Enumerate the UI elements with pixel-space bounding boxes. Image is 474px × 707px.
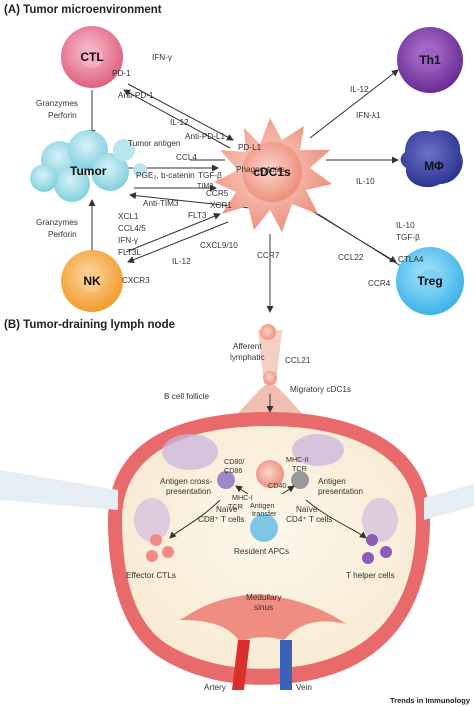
tgfb-label: TGF-β xyxy=(198,171,222,180)
treg-label: Treg xyxy=(417,274,442,288)
naive-cd4-label-2: CD4⁺ T cells xyxy=(286,515,332,524)
treg-cell: Treg xyxy=(396,247,464,315)
pd1-label: PD-1 xyxy=(112,69,131,78)
migratory-label: Migratory cDC1s xyxy=(290,385,351,394)
lymphatic-label: lymphatic xyxy=(230,353,265,362)
medullary-label-1: Medullary xyxy=(246,593,282,602)
ifn-lambda1-label: IFN-λ1 xyxy=(356,111,381,120)
antigen-presentation-label-2: presentation xyxy=(318,487,364,496)
artery-label: Artery xyxy=(204,683,227,692)
ccl21-label: CCL21 xyxy=(285,356,311,365)
ccl45-label: CCL4/5 xyxy=(118,224,146,233)
il10-treg-label: IL-10 xyxy=(396,221,415,230)
cd40-label: CD40 xyxy=(268,481,286,490)
il10-mac-label: IL-10 xyxy=(356,177,375,186)
tumor-antigen-label: Tumor antigen xyxy=(128,139,181,148)
perforin-top-label: Perforin xyxy=(48,111,77,120)
tcr-right-label: TCR xyxy=(292,464,307,473)
t-helper-label: T helper cells xyxy=(346,571,395,580)
lymph-node xyxy=(0,412,474,690)
ifn-gamma-label: IFN-γ xyxy=(152,53,173,62)
cdc1-cell: cDC1s xyxy=(214,118,332,232)
antigen-transfer-label-2: transfer xyxy=(252,509,277,518)
effector-ctls-label: Effector CTLs xyxy=(126,571,176,580)
nk-label: NK xyxy=(83,274,101,288)
ccl4-label: CCL4 xyxy=(176,153,197,162)
antigen-transfer-label-1: Antigen xyxy=(250,501,274,510)
panel-a-labels: IFN-γ PD-1 Anti-PD-1 IL-12 Granzymes Per… xyxy=(36,53,424,288)
naive-cd8-label-1: Naïve xyxy=(216,505,238,514)
il12-th1-label: IL-12 xyxy=(350,85,369,94)
ccl22-label: CCL22 xyxy=(338,253,364,262)
mhc2-label: MHC-II xyxy=(286,455,309,464)
tim3-label: TIM3 xyxy=(197,181,213,190)
naive-cd4-label-1: Naïve xyxy=(296,505,318,514)
tumor-cluster: Tumor xyxy=(30,130,147,202)
phagocytosis-label: Phagocytosis xyxy=(236,165,285,174)
th1-label: Th1 xyxy=(419,53,441,67)
tumor-label: Tumor xyxy=(70,164,107,178)
flt3l-label: FLT3L xyxy=(118,248,142,257)
macrophage-cell: MΦ xyxy=(400,130,463,188)
naive-cd8-label-2: CD8⁺ T cells xyxy=(198,515,244,524)
th1-cell: Th1 xyxy=(397,27,463,93)
cxcr3-label: CXCR3 xyxy=(122,276,150,285)
macrophage-label: MΦ xyxy=(424,159,444,173)
ctla4-label: CTLA4 xyxy=(398,255,424,264)
il12-top-label: IL-12 xyxy=(170,118,189,127)
panel-b-labels: Afferent lymphatic CCL21 Migratory cDC1s… xyxy=(126,342,395,692)
flt3-label: FLT3 xyxy=(188,211,207,220)
medullary-label-2: sinus xyxy=(254,603,273,612)
xcl1-label: XCL1 xyxy=(118,212,139,221)
panel-b-connectors xyxy=(169,485,367,539)
cd86-label: CD86 xyxy=(224,466,242,475)
cd80-label: CD80/ xyxy=(224,457,244,466)
afferent-lymphatic-vessel xyxy=(232,324,308,420)
journal-footer: Trends in Immunology xyxy=(390,696,471,705)
tcr-left-label: TCR xyxy=(228,502,243,511)
resident-apcs-label: Resident APCs xyxy=(234,547,289,556)
xcr1-label: XCR1 xyxy=(210,201,232,210)
ctl-label: CTL xyxy=(80,50,103,64)
vein-label: Vein xyxy=(296,683,312,692)
ccr7-label: CCR7 xyxy=(257,251,280,260)
panel-a-title: (A) Tumor microenvironment xyxy=(4,4,162,16)
pge2-label: PGE₂, b-catenin xyxy=(136,171,195,180)
panel-b-title: (B) Tumor-draining lymph node xyxy=(4,319,175,331)
anti-pdl1-label: Anti-PD-L1 xyxy=(185,132,225,141)
cross-presentation-label-1: Antigen cross- xyxy=(160,477,213,486)
ccr4-label: CCR4 xyxy=(368,279,391,288)
panel-a-connectors xyxy=(88,69,405,313)
perforin-bottom-label: Perforin xyxy=(48,230,77,239)
il12-bottom-label: IL-12 xyxy=(172,257,191,266)
granzymes-bottom-label: Granzymes xyxy=(36,218,78,227)
ccr5-label: CCR5 xyxy=(206,189,229,198)
granzymes-top-label: Granzymes xyxy=(36,99,78,108)
b-follicle-label: B cell follicle xyxy=(164,392,209,401)
anti-tim3-label: Anti-TIM3 xyxy=(143,199,179,208)
nk-cell: NK xyxy=(61,250,123,312)
pdl1-label: PD-L1 xyxy=(238,143,262,152)
afferent-label: Afferent xyxy=(233,342,262,351)
tgfb-treg-label: TGF-β xyxy=(396,233,420,242)
ifn-gamma-nk-label: IFN-γ xyxy=(118,236,139,245)
cdc1-label: cDC1s xyxy=(253,165,291,179)
anti-pd1-label: Anti-PD-1 xyxy=(118,91,154,100)
cross-presentation-label-2: presentation xyxy=(166,487,212,496)
ctl-cell: CTL xyxy=(61,26,123,88)
antigen-presentation-label-1: Antigen xyxy=(318,477,346,486)
cxcl910-label: CXCL9/10 xyxy=(200,241,238,250)
mhc1-label: MHC-I xyxy=(232,493,253,502)
panel-b-cells xyxy=(146,460,392,564)
